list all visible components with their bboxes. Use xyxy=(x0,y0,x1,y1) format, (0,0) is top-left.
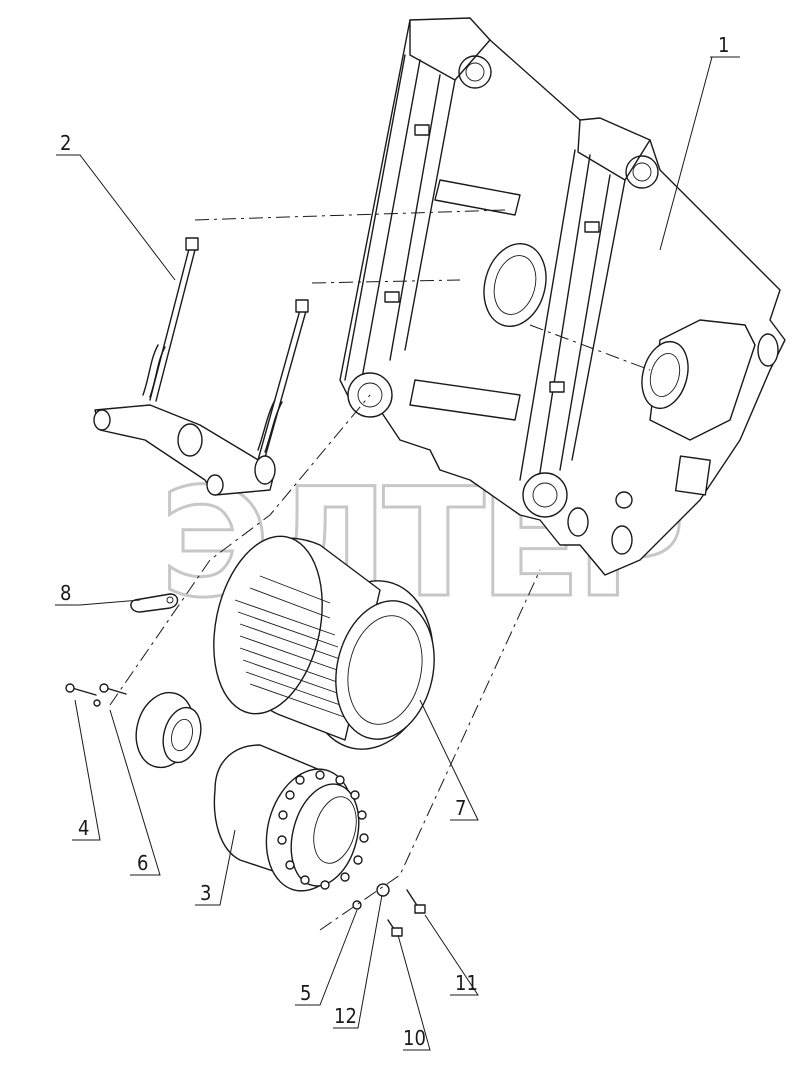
callout-3: 3 xyxy=(200,881,211,905)
callout-5: 5 xyxy=(300,981,311,1005)
callout-4: 4 xyxy=(78,816,89,840)
callout-6: 6 xyxy=(137,851,148,875)
part-gearbox xyxy=(213,744,426,937)
drum-grooves xyxy=(234,575,351,720)
part-hub xyxy=(65,683,202,769)
callout-1: 1 xyxy=(718,33,729,57)
callout-11: 11 xyxy=(455,971,478,995)
callout-2: 2 xyxy=(60,131,71,155)
center-lines xyxy=(109,209,651,931)
callout-12: 12 xyxy=(334,1004,357,1028)
callout-leaders xyxy=(55,56,740,1051)
callout-7: 7 xyxy=(455,796,466,820)
part-cylinders xyxy=(93,237,309,496)
callout-labels: 1 2 3 4 5 6 7 8 10 11 12 xyxy=(60,33,729,1050)
callout-8: 8 xyxy=(60,581,71,605)
callout-10: 10 xyxy=(403,1026,426,1050)
part-frame xyxy=(339,17,786,576)
part-key xyxy=(130,593,179,613)
bolt-ring xyxy=(277,770,369,890)
part-drum xyxy=(213,535,435,750)
